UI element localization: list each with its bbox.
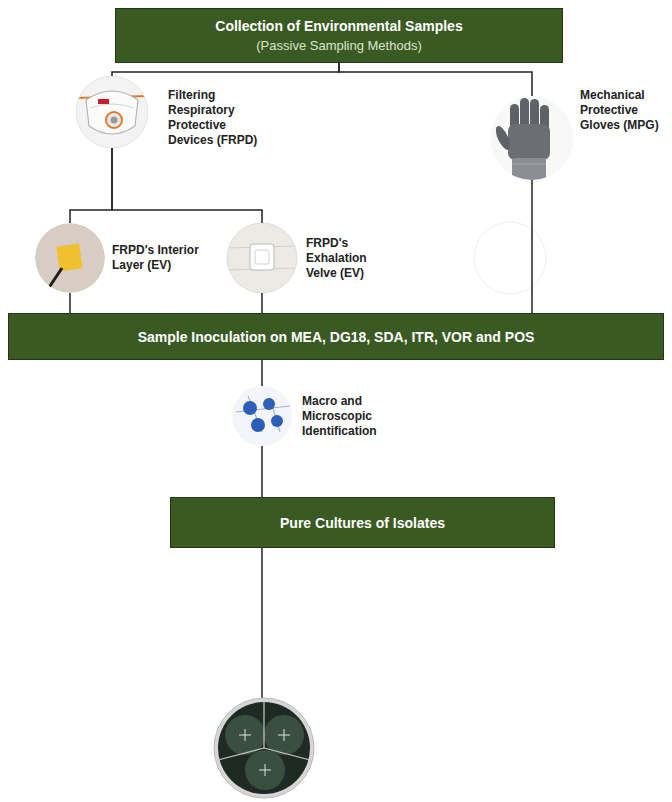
icon-node: Mechanical Protective Gloves (MPG) <box>490 96 668 180</box>
icon-ring <box>232 386 292 446</box>
band-subtitle: (Passive Sampling Methods) <box>256 37 421 54</box>
icon-node: FRPD's Interior Layer (EV) <box>35 223 220 293</box>
icon-label: FRPD's Interior Layer (EV) <box>112 243 220 273</box>
connector-line <box>261 446 263 497</box>
band-label: Sample Inoculation on MEA, DG18, SDA, IT… <box>138 328 535 346</box>
process-band: Sample Inoculation on MEA, DG18, SDA, IT… <box>8 313 664 360</box>
process-band: Pure Cultures of Isolates <box>170 497 555 548</box>
microscopy-icon <box>232 386 292 446</box>
connector-line <box>112 148 262 223</box>
petri-dish <box>214 698 314 798</box>
icon-label: Filtering Respiratory Protective Devices… <box>168 88 268 148</box>
icon-label: Mechanical Protective Gloves (MPG) <box>580 88 668 133</box>
icon-ring <box>76 76 148 148</box>
band-label: Collection of Environmental Samples <box>215 17 462 35</box>
interior-layer-photo <box>35 223 105 293</box>
icon-node: Macro and Microscopic Identification <box>232 386 398 446</box>
icon-ring <box>35 223 105 293</box>
icon-ring <box>490 96 574 180</box>
connector-line <box>339 63 532 96</box>
icon-node: FRPD's Exhalation Velve (EV) <box>227 223 388 293</box>
faint-circle <box>474 222 546 294</box>
mask-icon <box>76 76 148 148</box>
icon-label: Macro and Microscopic Identification <box>302 394 398 439</box>
exhalation-valve-photo <box>227 223 297 293</box>
glove-icon <box>490 96 574 180</box>
icon-node: Filtering Respiratory Protective Devices… <box>76 76 268 148</box>
connector-line <box>261 293 263 313</box>
connector-line <box>531 180 533 313</box>
connector-line <box>261 548 263 698</box>
header-band: Collection of Environmental Samples (Pass… <box>115 8 563 63</box>
connector-line <box>69 293 71 313</box>
band-label: Pure Cultures of Isolates <box>280 514 445 532</box>
connector-line <box>70 148 112 223</box>
connector-line <box>112 63 339 76</box>
icon-label: FRPD's Exhalation Velve (EV) <box>306 236 388 281</box>
icon-ring <box>227 223 297 293</box>
connector-line <box>261 360 263 386</box>
